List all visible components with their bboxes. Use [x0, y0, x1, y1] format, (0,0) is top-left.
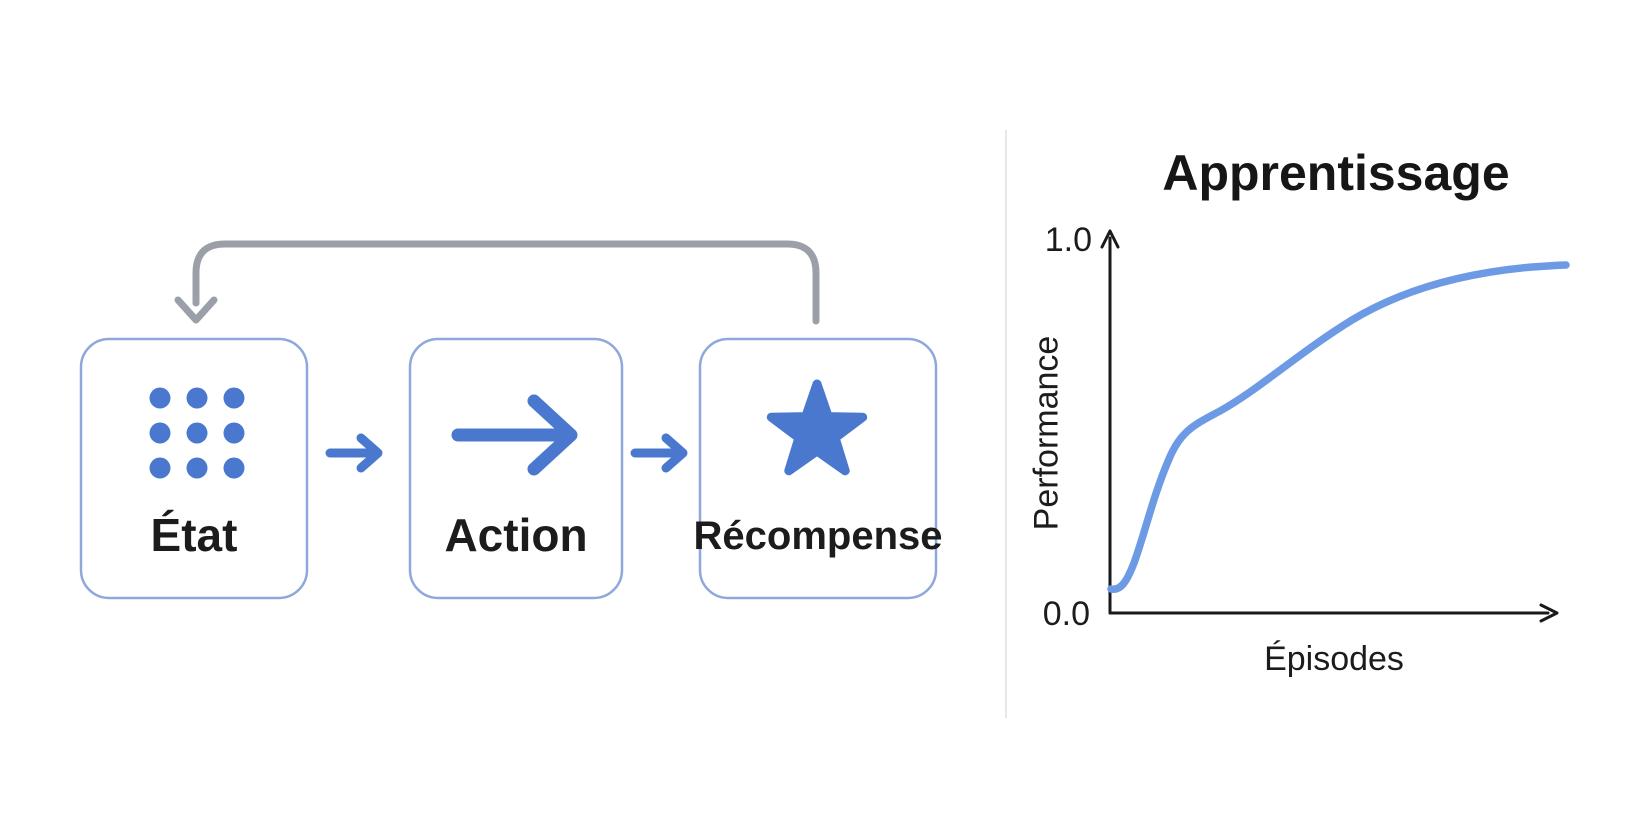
grid-dots-icon [149, 387, 245, 479]
x-axis-title: Épisodes [1264, 640, 1404, 678]
y-tick-bottom-label: 0.0 [1042, 595, 1090, 633]
action-box [408, 337, 624, 600]
connector-arrow-1-icon [325, 433, 383, 473]
feedback-arrowhead-icon [174, 296, 218, 324]
y-tick-top-label: 1.0 [1044, 221, 1092, 259]
y-axis-arrowhead-icon [1100, 229, 1120, 249]
connector-arrow-2-icon [630, 433, 688, 473]
etat-label: État [150, 509, 238, 561]
feedback-arrow-line [192, 240, 820, 325]
arrow-right-icon [451, 394, 578, 476]
chart-title: Apprentissage [1162, 145, 1510, 201]
y-axis-title: Performance [1027, 335, 1066, 531]
learning-curve [1107, 261, 1570, 593]
x-axis-arrowhead-icon [1539, 603, 1559, 623]
recompense-label: Récompense [693, 514, 943, 558]
star-icon [766, 379, 868, 476]
feedback-loop-arrow [174, 240, 820, 325]
action-label: Action [444, 509, 588, 561]
recompense-box [698, 337, 938, 600]
